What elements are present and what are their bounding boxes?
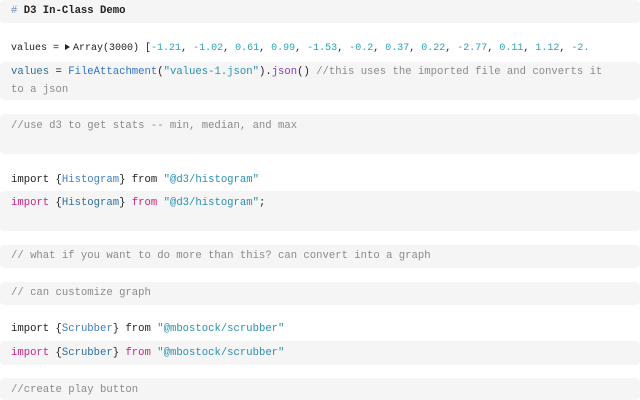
array-value: -2. [571,43,590,54]
array-value: 0.11 [499,43,524,54]
histogram-code[interactable]: import {Histogram} from "@d3/histogram"; [11,197,266,209]
scrubber-output: import {Scrubber} from "@mbostock/scrubb… [11,323,285,335]
array-value: -0.2 [349,43,374,54]
play-comment: //create play button [11,384,139,396]
graph-comment: // what if you want to do more than this… [11,250,431,262]
title-cell[interactable] [0,0,640,23]
customize-comment: // can customize graph [11,287,151,299]
output-name: values [11,43,48,54]
array-value: 1.12 [535,43,560,54]
array-value: 0.22 [421,43,446,54]
play-comment-cell[interactable] [0,378,640,400]
customize-comment-cell[interactable] [0,282,640,305]
output-eq: = [47,43,66,54]
values-code-cell[interactable] [0,62,640,100]
page-title: # D3 In-Class Demo [11,2,125,20]
values-output: values = Array(3000) [-1.21, -1.02, 0.61… [11,40,589,58]
scrubber-code[interactable]: import {Scrubber} from "@mbostock/scrubb… [11,347,285,359]
array-value: 0.99 [271,43,296,54]
array-value: -1.53 [307,43,338,54]
array-value: -2.77 [457,43,488,54]
array-value: 0.37 [385,43,410,54]
values-code[interactable]: values = FileAttachment("values-1.json")… [11,66,603,96]
expand-triangle-icon[interactable] [65,43,71,50]
histogram-code-cell[interactable] [0,191,640,231]
graph-comment-cell[interactable] [0,245,640,268]
scrubber-code-cell[interactable] [0,341,640,365]
title-text: D3 In-Class Demo [23,5,126,17]
stats-comment-cell[interactable] [0,114,640,154]
output-type: Array(3000) [ [73,43,152,54]
stats-comment: //use d3 to get stats -- min, median, an… [11,120,298,132]
heading-hash: # [11,5,18,17]
histogram-output: import {Histogram} from "@d3/histogram" [11,174,259,186]
array-value: -1.21 [151,43,182,54]
array-value: 0.61 [235,43,260,54]
array-value: -1.02 [193,43,224,54]
array-values: -1.21, -1.02, 0.61, 0.99, -1.53, -0.2, 0… [151,43,590,54]
